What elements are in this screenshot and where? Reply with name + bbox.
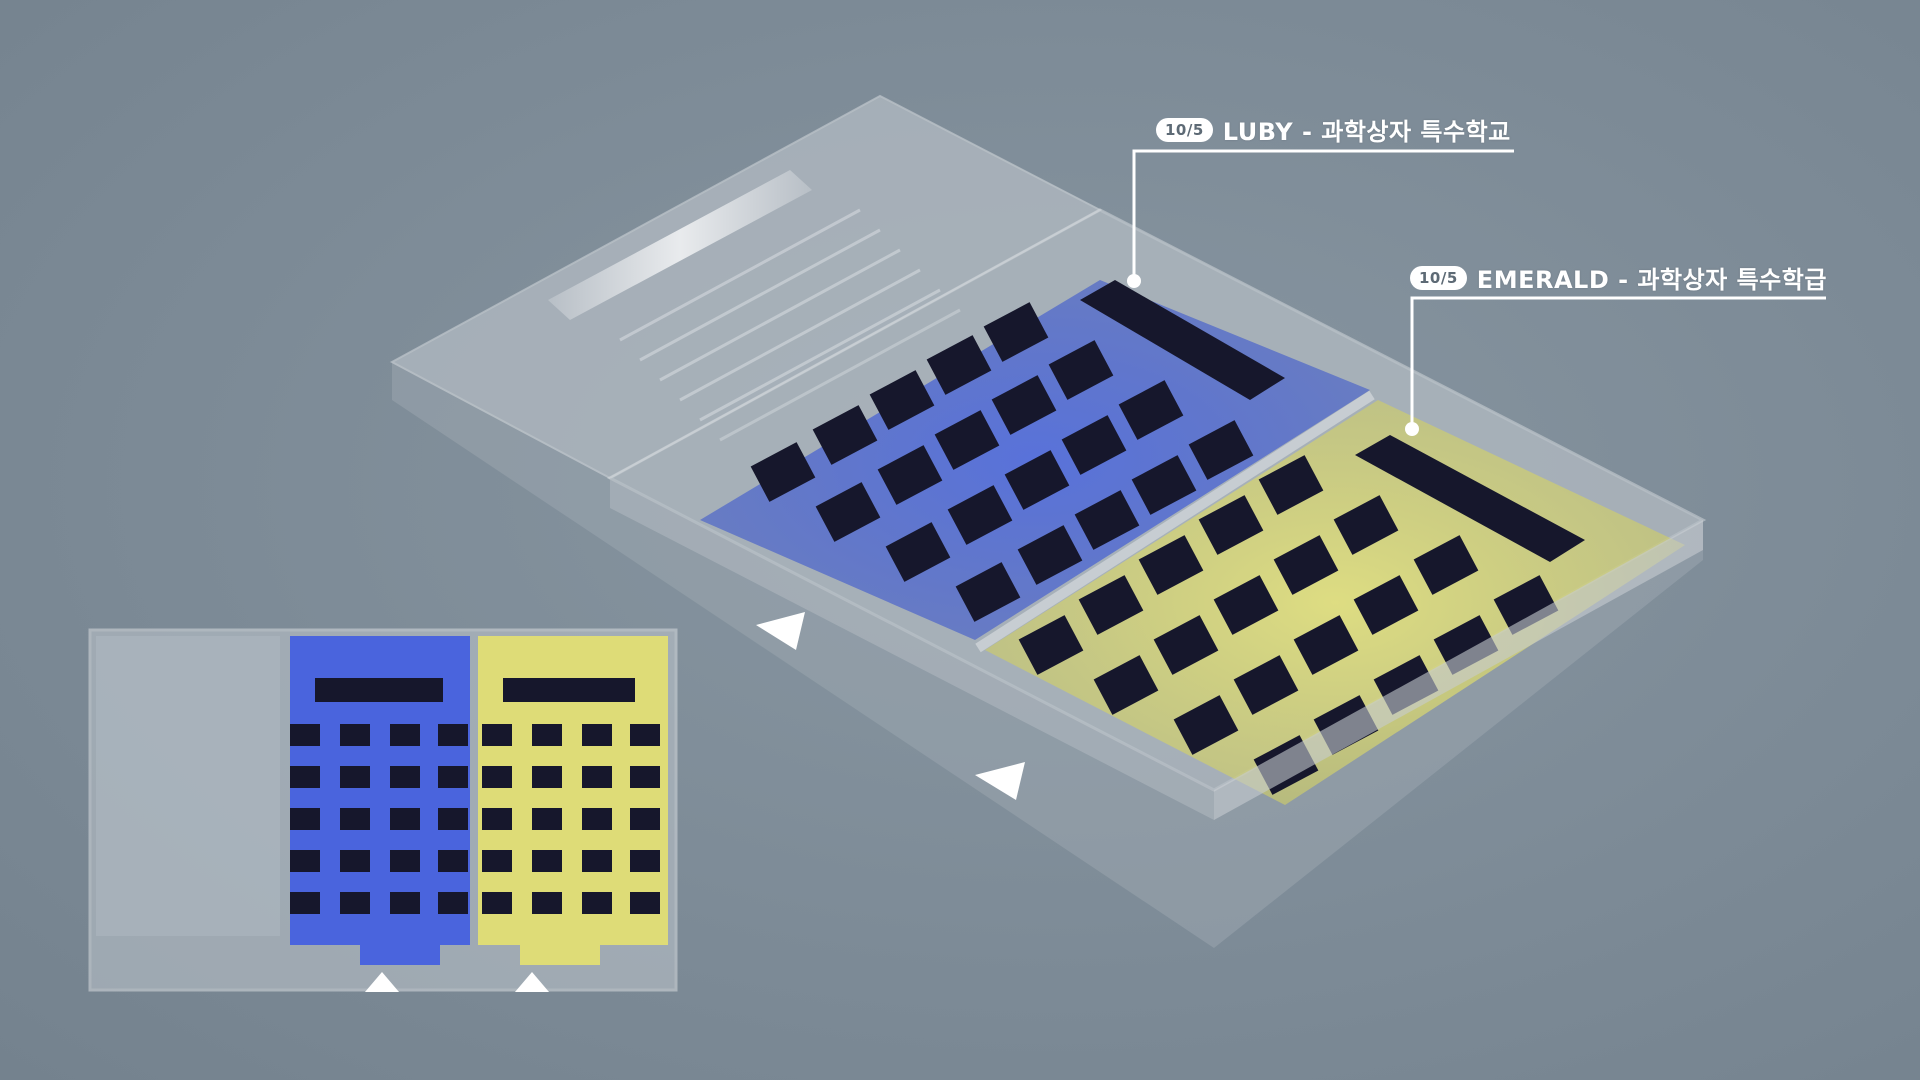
divider-wall <box>975 390 1375 653</box>
desk <box>812 405 878 465</box>
building-front-wall <box>1214 520 1703 820</box>
building-left-front-wall <box>610 478 1214 820</box>
emerald-callout: 10/5 EMERALD - 과학상자 특수학급 <box>1410 260 1827 295</box>
desk <box>1413 535 1479 595</box>
floorplan-minimap <box>88 628 678 992</box>
minimap-emerald-desks <box>482 724 660 914</box>
luby-date-badge: 10/5 <box>1156 117 1213 142</box>
desk <box>1078 575 1144 635</box>
desk <box>815 482 881 542</box>
desk <box>1118 380 1184 440</box>
auditorium-seats <box>619 208 961 442</box>
desk <box>1004 450 1070 510</box>
luby-entrance-arrow-icon <box>756 612 805 650</box>
desk <box>1188 420 1254 480</box>
desk <box>1273 535 1339 595</box>
minimap-luby-room <box>290 636 470 965</box>
desk <box>750 442 816 502</box>
luby-callout: 10/5 LUBY - 과학상자 특수학교 <box>1156 112 1511 147</box>
auditorium-hall <box>389 94 1103 480</box>
minimap-emerald-head-table <box>503 678 635 702</box>
desk <box>1074 490 1140 550</box>
desk <box>926 335 992 395</box>
desk <box>869 370 935 430</box>
minimap-emerald-room <box>478 636 668 965</box>
stage-light <box>548 170 812 320</box>
luby-callout-label: LUBY - 과학상자 특수학교 <box>1222 118 1511 146</box>
desk <box>1293 615 1359 675</box>
desk <box>1493 575 1559 635</box>
luby-desks <box>750 302 1254 622</box>
isometric-view <box>389 94 1826 948</box>
minimap-auditorium <box>96 636 280 936</box>
desk <box>1093 655 1159 715</box>
desk <box>1017 525 1083 585</box>
desk <box>1018 615 1084 675</box>
emerald-head-table <box>1355 435 1585 562</box>
luby-head-table <box>1080 280 1285 400</box>
desk <box>1153 615 1219 675</box>
emerald-callout-line <box>1410 296 1826 429</box>
minimap-luby-entrance-arrow-icon <box>365 972 399 992</box>
desk <box>947 485 1013 545</box>
desk <box>991 375 1057 435</box>
desk <box>1198 495 1264 555</box>
desk <box>1353 575 1419 635</box>
desk <box>1233 655 1299 715</box>
desk <box>934 410 1000 470</box>
emerald-date-badge: 10/5 <box>1410 265 1467 290</box>
minimap-emerald-entrance-arrow-icon <box>515 972 549 992</box>
desk <box>1061 415 1127 475</box>
desk <box>1173 695 1239 755</box>
desk <box>877 445 943 505</box>
desk <box>1138 535 1204 595</box>
desk <box>1258 455 1324 515</box>
desk <box>1048 340 1114 400</box>
emerald-entrance-arrow-icon <box>975 762 1025 800</box>
luby-callout-line <box>1132 149 1514 281</box>
desk <box>885 522 951 582</box>
emerald-callout-label: EMERALD - 과학상자 특수학급 <box>1476 266 1827 294</box>
desk <box>955 562 1021 622</box>
desk <box>1333 495 1399 555</box>
minimap-luby-desks <box>290 724 468 914</box>
desk <box>983 302 1049 362</box>
emerald-callout-dot-icon <box>1405 422 1419 436</box>
desk <box>1131 455 1197 515</box>
minimap-luby-head-table <box>315 678 443 702</box>
desk <box>1213 575 1279 635</box>
luby-callout-dot-icon <box>1127 274 1141 288</box>
